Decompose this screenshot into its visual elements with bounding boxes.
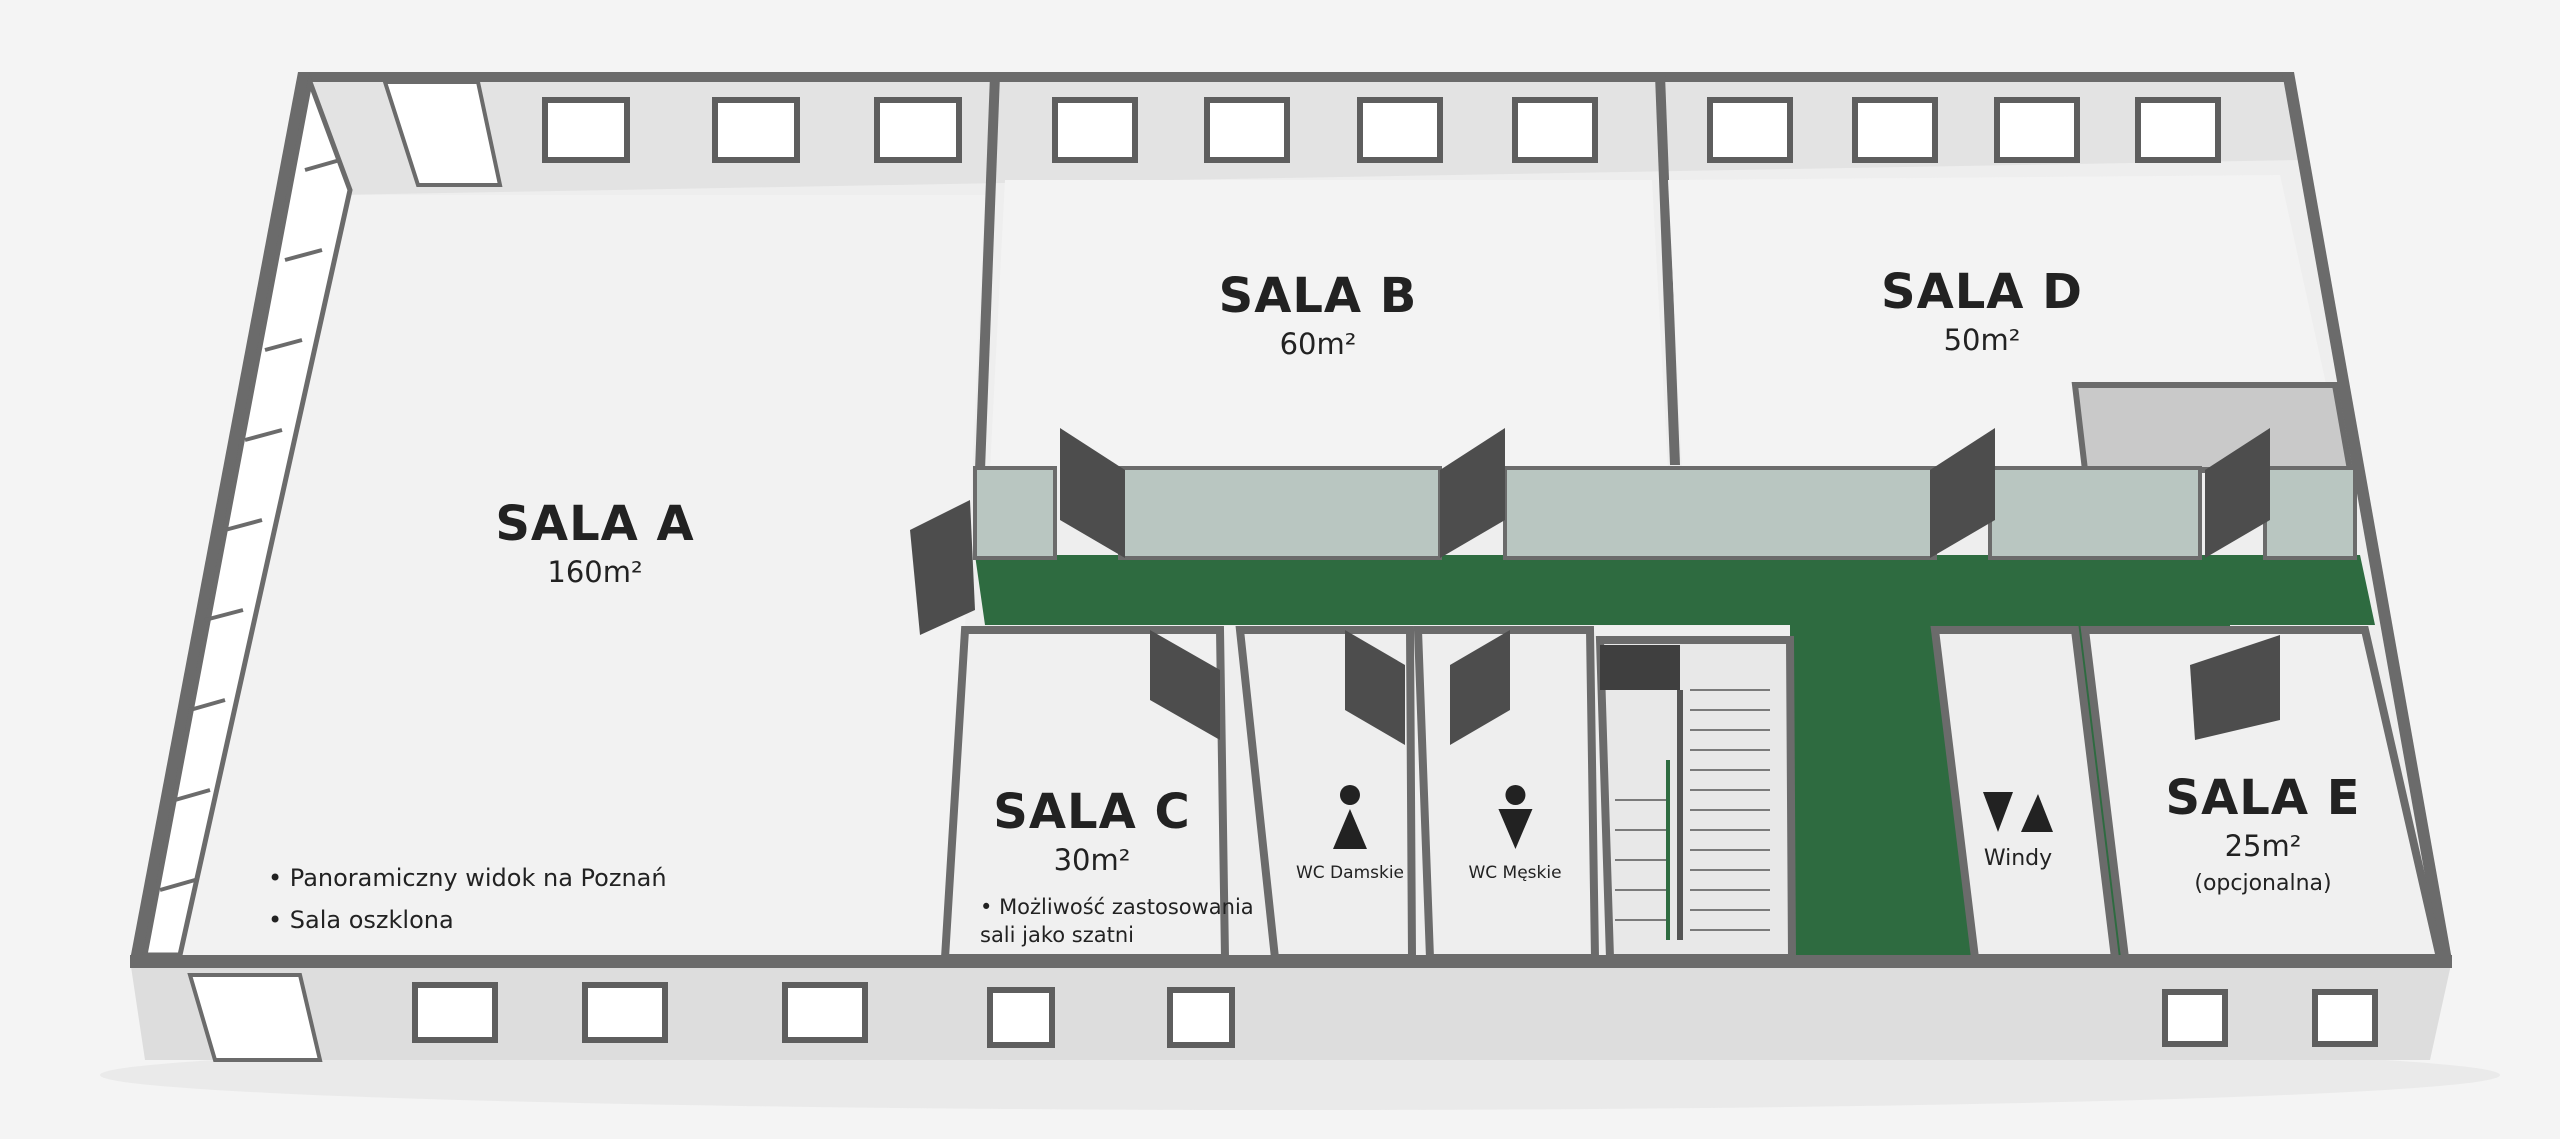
wc-meskie-name: WC Męskie xyxy=(1468,863,1562,883)
sala-e-area: 25m² xyxy=(2224,829,2302,863)
sala-c-area: 30m² xyxy=(1053,843,1131,877)
north-windows xyxy=(542,97,2221,163)
sala-b-floor xyxy=(990,180,1668,470)
feature-item: Sala oszklona xyxy=(268,899,667,941)
feature-item: Panoramiczny widok na Poznań xyxy=(268,857,667,899)
windy-label: Windy xyxy=(1983,792,2053,871)
sala-e-note: (opcjonalna) xyxy=(2194,871,2332,896)
north-door-opening xyxy=(382,80,503,187)
wc-meskie-label: WC Męskie xyxy=(1468,785,1562,883)
doors xyxy=(910,428,2270,635)
wc-damskie-name: WC Damskie xyxy=(1295,863,1405,883)
sala-a-features: Panoramiczny widok na Poznań Sala oszklo… xyxy=(268,857,667,941)
sala-a-area: 160m² xyxy=(547,555,643,589)
sala-d-storage xyxy=(2071,382,2354,473)
sala-d-area: 50m² xyxy=(1943,323,2021,357)
sala-c-features: Możliwość zastosowania sali jako szatni xyxy=(980,893,1270,949)
sala-c-label: SALA C 30m² xyxy=(993,788,1190,875)
male-restroom-icon xyxy=(1498,785,1532,849)
south-windows xyxy=(412,982,2378,1048)
glass-partitions xyxy=(973,466,2357,560)
sala-e-label: SALA E 25m² (opcjonalna) xyxy=(2166,774,2361,897)
south-wall xyxy=(130,960,2452,1060)
sala-a-floor xyxy=(160,195,985,955)
sala-a-name: SALA A xyxy=(495,496,695,552)
sala-b-label: SALA B 60m² xyxy=(1219,272,1418,359)
sala-a-label: SALA A 160m² xyxy=(495,500,694,587)
sala-d-label: SALA D 50m² xyxy=(1881,268,2083,355)
sala-c-name: SALA C xyxy=(993,784,1191,840)
wc-damskie-label: WC Damskie xyxy=(1296,785,1404,883)
south-door-opening xyxy=(187,973,323,1062)
elevator-up-down-icon xyxy=(1983,792,2053,832)
staircase xyxy=(1595,636,1797,962)
windy-name: Windy xyxy=(1983,846,2053,871)
female-restroom-icon xyxy=(1332,785,1367,849)
sala-b-name: SALA B xyxy=(1218,268,1418,324)
sala-e-name: SALA E xyxy=(2165,770,2361,826)
feature-item: Możliwość zastosowania sali jako szatni xyxy=(980,893,1270,949)
sala-d-name: SALA D xyxy=(1880,264,2084,320)
sala-b-area: 60m² xyxy=(1279,327,1357,361)
